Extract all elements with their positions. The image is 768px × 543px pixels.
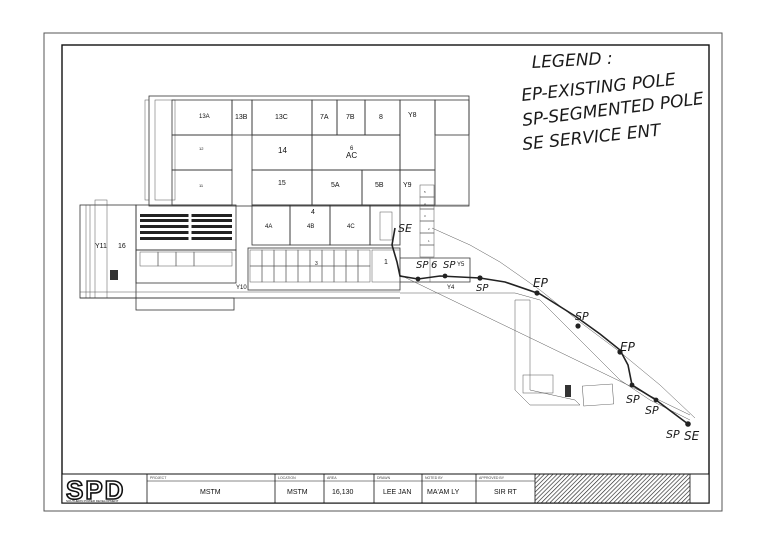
- label-sp-6b: SP: [645, 404, 659, 417]
- room-5b: 5B: [375, 182, 384, 189]
- tb-header-area: AREA: [327, 476, 337, 480]
- svg-text:1: 1: [428, 239, 430, 243]
- room-ac: AC: [346, 151, 357, 160]
- room-y5: Y5: [457, 262, 465, 268]
- tb-location: MSTM: [287, 489, 308, 496]
- room-1: 1: [384, 259, 388, 266]
- svg-text:2: 2: [428, 227, 430, 231]
- room-6: 6: [350, 146, 354, 152]
- tb-project: MSTM: [200, 489, 221, 496]
- room-4c: 4C: [347, 224, 355, 230]
- pole-sp-6: [653, 397, 659, 403]
- sheet-outer-border: [43, 32, 723, 512]
- seating-rows: [140, 212, 232, 242]
- label-sp-5: SP: [626, 393, 640, 406]
- pole-sp-3: [477, 275, 483, 281]
- room-11: 11: [199, 183, 204, 188]
- label-sp-4: SP: [575, 310, 589, 323]
- pole-ep-2: [617, 349, 623, 355]
- tb-header-drawn: DRAWN: [377, 476, 391, 480]
- room-4a: 4A: [265, 224, 272, 230]
- room-3: 3: [315, 261, 318, 267]
- title-block: SPD SOUTHERN POWER DEVELOPMENT PROJECT L…: [61, 473, 710, 506]
- tb-drawn: LEE JAN: [383, 489, 411, 496]
- svg-text:3: 3: [424, 214, 426, 218]
- room-y10: Y10: [236, 285, 247, 291]
- room-y4: Y4: [447, 285, 455, 291]
- room-y11: Y11: [95, 243, 107, 250]
- label-sp-3: SP: [476, 283, 489, 294]
- room-7b: 7B: [346, 114, 355, 121]
- room-12: 12: [199, 146, 204, 151]
- tb-approved: SIR RT: [494, 489, 518, 496]
- logo-subtitle: SOUTHERN POWER DEVELOPMENT: [66, 499, 119, 503]
- room-15: 15: [278, 180, 286, 187]
- room-y9: Y9: [403, 182, 412, 189]
- label-sp-2: SP: [443, 260, 456, 271]
- room-16: 16: [118, 243, 126, 250]
- legend-title: LEGEND :: [531, 49, 613, 73]
- pole-ep-1: [534, 290, 540, 296]
- service-line: [391, 227, 689, 425]
- room-13c: 13C: [275, 114, 288, 121]
- svg-text:4: 4: [424, 202, 426, 206]
- logo: SPD: [66, 475, 125, 505]
- room-5a: 5A: [331, 182, 340, 189]
- tb-header-project: PROJECT: [150, 476, 167, 480]
- tb-area: 16,130: [332, 489, 354, 496]
- room-4: 4: [311, 209, 315, 216]
- label-ep-1: EP: [533, 276, 549, 290]
- room-13a: 13A: [199, 114, 210, 120]
- small-rooms: [249, 249, 401, 283]
- label-sp-7: SP: [666, 428, 680, 441]
- room-4b: 4B: [307, 224, 314, 230]
- room-14: 14: [278, 146, 287, 155]
- tb-header-noted: NOTED BY: [425, 476, 444, 480]
- stair-steps: [419, 184, 435, 258]
- room-7a: 7A: [320, 114, 329, 121]
- label-sp-6: 6: [431, 260, 437, 271]
- svg-text:5: 5: [424, 190, 426, 194]
- label-ep-2: EP: [620, 340, 636, 354]
- room-13b: 13B: [235, 114, 248, 121]
- title-block-hatch: [535, 474, 690, 503]
- pole-sp-4: [575, 323, 581, 329]
- floor-plan: 5 4 3 2 1 13A 13B 13C 7A 7B 8 Y8 12 11 1…: [79, 95, 471, 311]
- power-route: SE SP 6 SP SP EP SP EP SP SP SP SE: [391, 222, 700, 443]
- room-y8: Y8: [408, 112, 417, 119]
- tb-header-location: LOCATION: [278, 476, 296, 480]
- label-se-end: SE: [684, 429, 700, 443]
- pole-se-end: [685, 421, 691, 427]
- tb-header-approved: APPROVED BY: [479, 476, 505, 480]
- room-8: 8: [379, 114, 383, 121]
- pole-sp-2: [442, 273, 448, 279]
- pole-sp-1: [415, 276, 421, 282]
- tb-noted: MA'AM LY: [427, 489, 460, 496]
- label-se-top: SE: [398, 222, 412, 235]
- label-sp-1: SP: [416, 260, 429, 271]
- pole-sp-5: [629, 382, 635, 388]
